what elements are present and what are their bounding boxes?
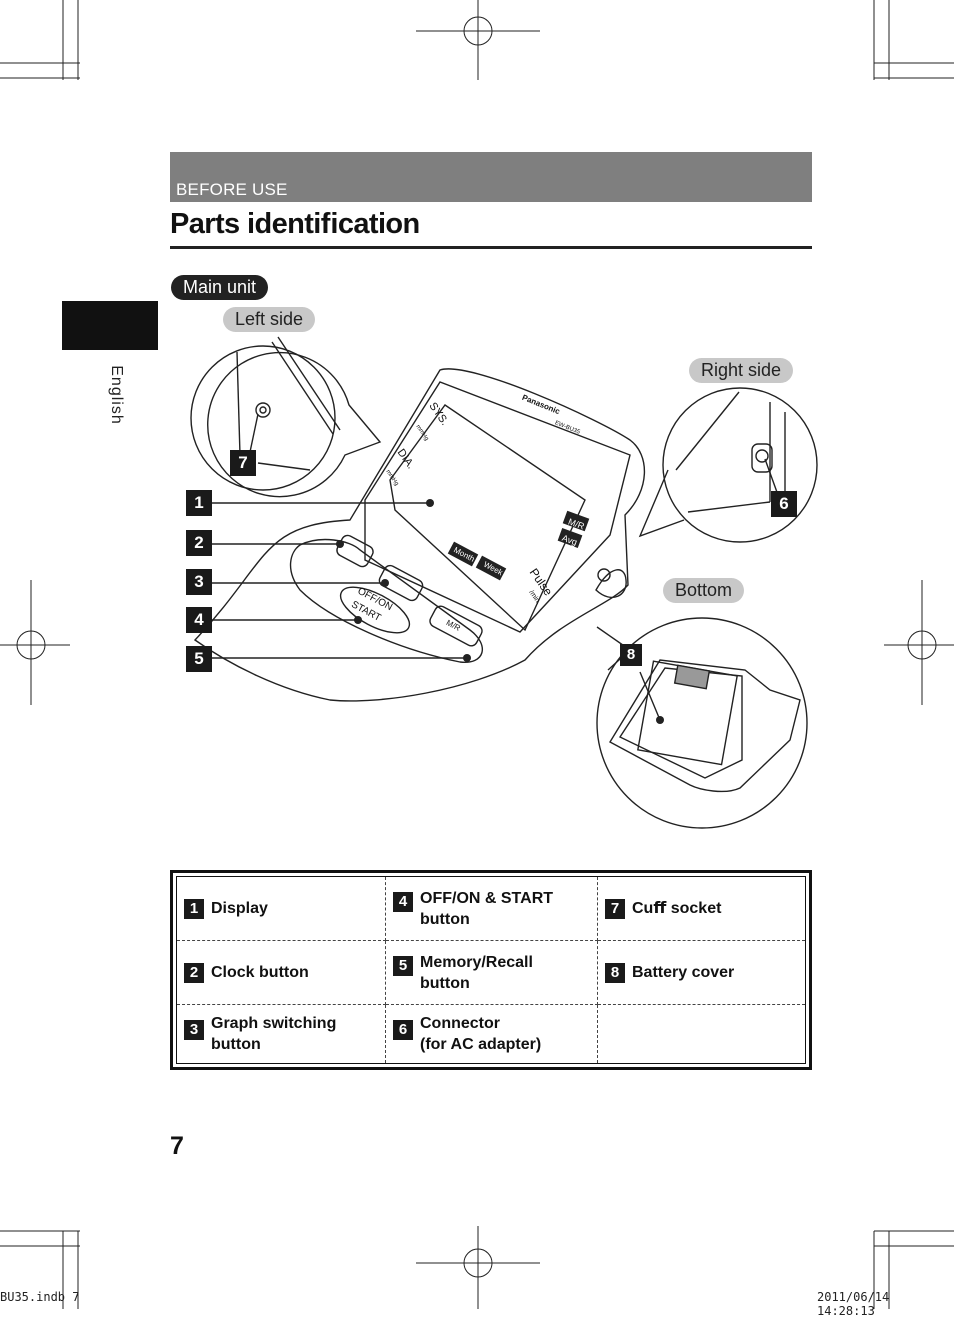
callout-6: 6 bbox=[771, 491, 797, 517]
part-number: 6 bbox=[393, 1020, 413, 1040]
footer-file-info: BU35.indb 7 bbox=[0, 1290, 80, 1304]
part-number: 8 bbox=[605, 962, 625, 983]
callout-7: 7 bbox=[230, 450, 256, 476]
part-label: Battery cover bbox=[632, 964, 735, 981]
empty-cell bbox=[598, 1005, 805, 1063]
part-connector-cell: 6 Connector (for AC adapter) bbox=[386, 1005, 598, 1063]
part-label: Display bbox=[211, 900, 268, 917]
callout-1: 1 bbox=[186, 490, 212, 516]
part-label: OFF/ON & START button bbox=[420, 889, 554, 928]
part-battery-cover-cell: 8 Battery cover bbox=[598, 941, 805, 1005]
part-number: 5 bbox=[393, 956, 413, 976]
bottom-label: Bottom bbox=[663, 578, 745, 603]
part-cuff-socket-cell: 7 Cuﬀ socket bbox=[598, 877, 805, 941]
part-label: Cuﬀ socket bbox=[632, 900, 722, 917]
left-side-label: Left side bbox=[223, 307, 316, 332]
section-bar: BEFORE USE bbox=[170, 152, 812, 202]
callout-8: 8 bbox=[620, 644, 642, 666]
footer-timestamp: 2011/06/14 14:28:13 bbox=[817, 1290, 890, 1318]
part-memory-recall-cell: 5 Memory/Recall button bbox=[386, 941, 598, 1005]
right-side-label: Right side bbox=[689, 358, 794, 383]
part-label: Graph switching button bbox=[211, 1015, 337, 1053]
part-label: Memory/Recall button bbox=[420, 953, 533, 992]
part-number: 4 bbox=[393, 892, 413, 912]
page-title: Parts identiﬁcation bbox=[170, 208, 420, 240]
part-number: 1 bbox=[184, 898, 204, 919]
title-rule bbox=[170, 246, 812, 249]
device-illustration bbox=[190, 336, 818, 829]
part-label: Connector (for AC adapter) bbox=[420, 1015, 542, 1053]
part-label: Clock button bbox=[211, 964, 309, 981]
part-number: 2 bbox=[184, 962, 204, 983]
part-graph-switching-cell: 3 Graph switching button bbox=[177, 1005, 386, 1063]
part-number: 7 bbox=[605, 898, 625, 919]
parts-table: 1 Display 4 OFF/ON & START button 7 Cuﬀ … bbox=[170, 870, 812, 1070]
callout-5: 5 bbox=[186, 646, 212, 672]
callout-2: 2 bbox=[186, 530, 212, 556]
page-number: 7 bbox=[170, 1132, 184, 1160]
part-offon-cell: 4 OFF/ON & START button bbox=[386, 877, 598, 941]
section-label: BEFORE USE bbox=[176, 180, 288, 199]
callout-4: 4 bbox=[186, 607, 212, 633]
part-display-cell: 1 Display bbox=[177, 877, 386, 941]
language-tab-block bbox=[62, 301, 158, 350]
part-clock-button-cell: 2 Clock button bbox=[177, 941, 386, 1005]
part-number: 3 bbox=[184, 1020, 204, 1040]
main-unit-label: Main unit bbox=[171, 275, 269, 300]
callout-3: 3 bbox=[186, 569, 212, 595]
